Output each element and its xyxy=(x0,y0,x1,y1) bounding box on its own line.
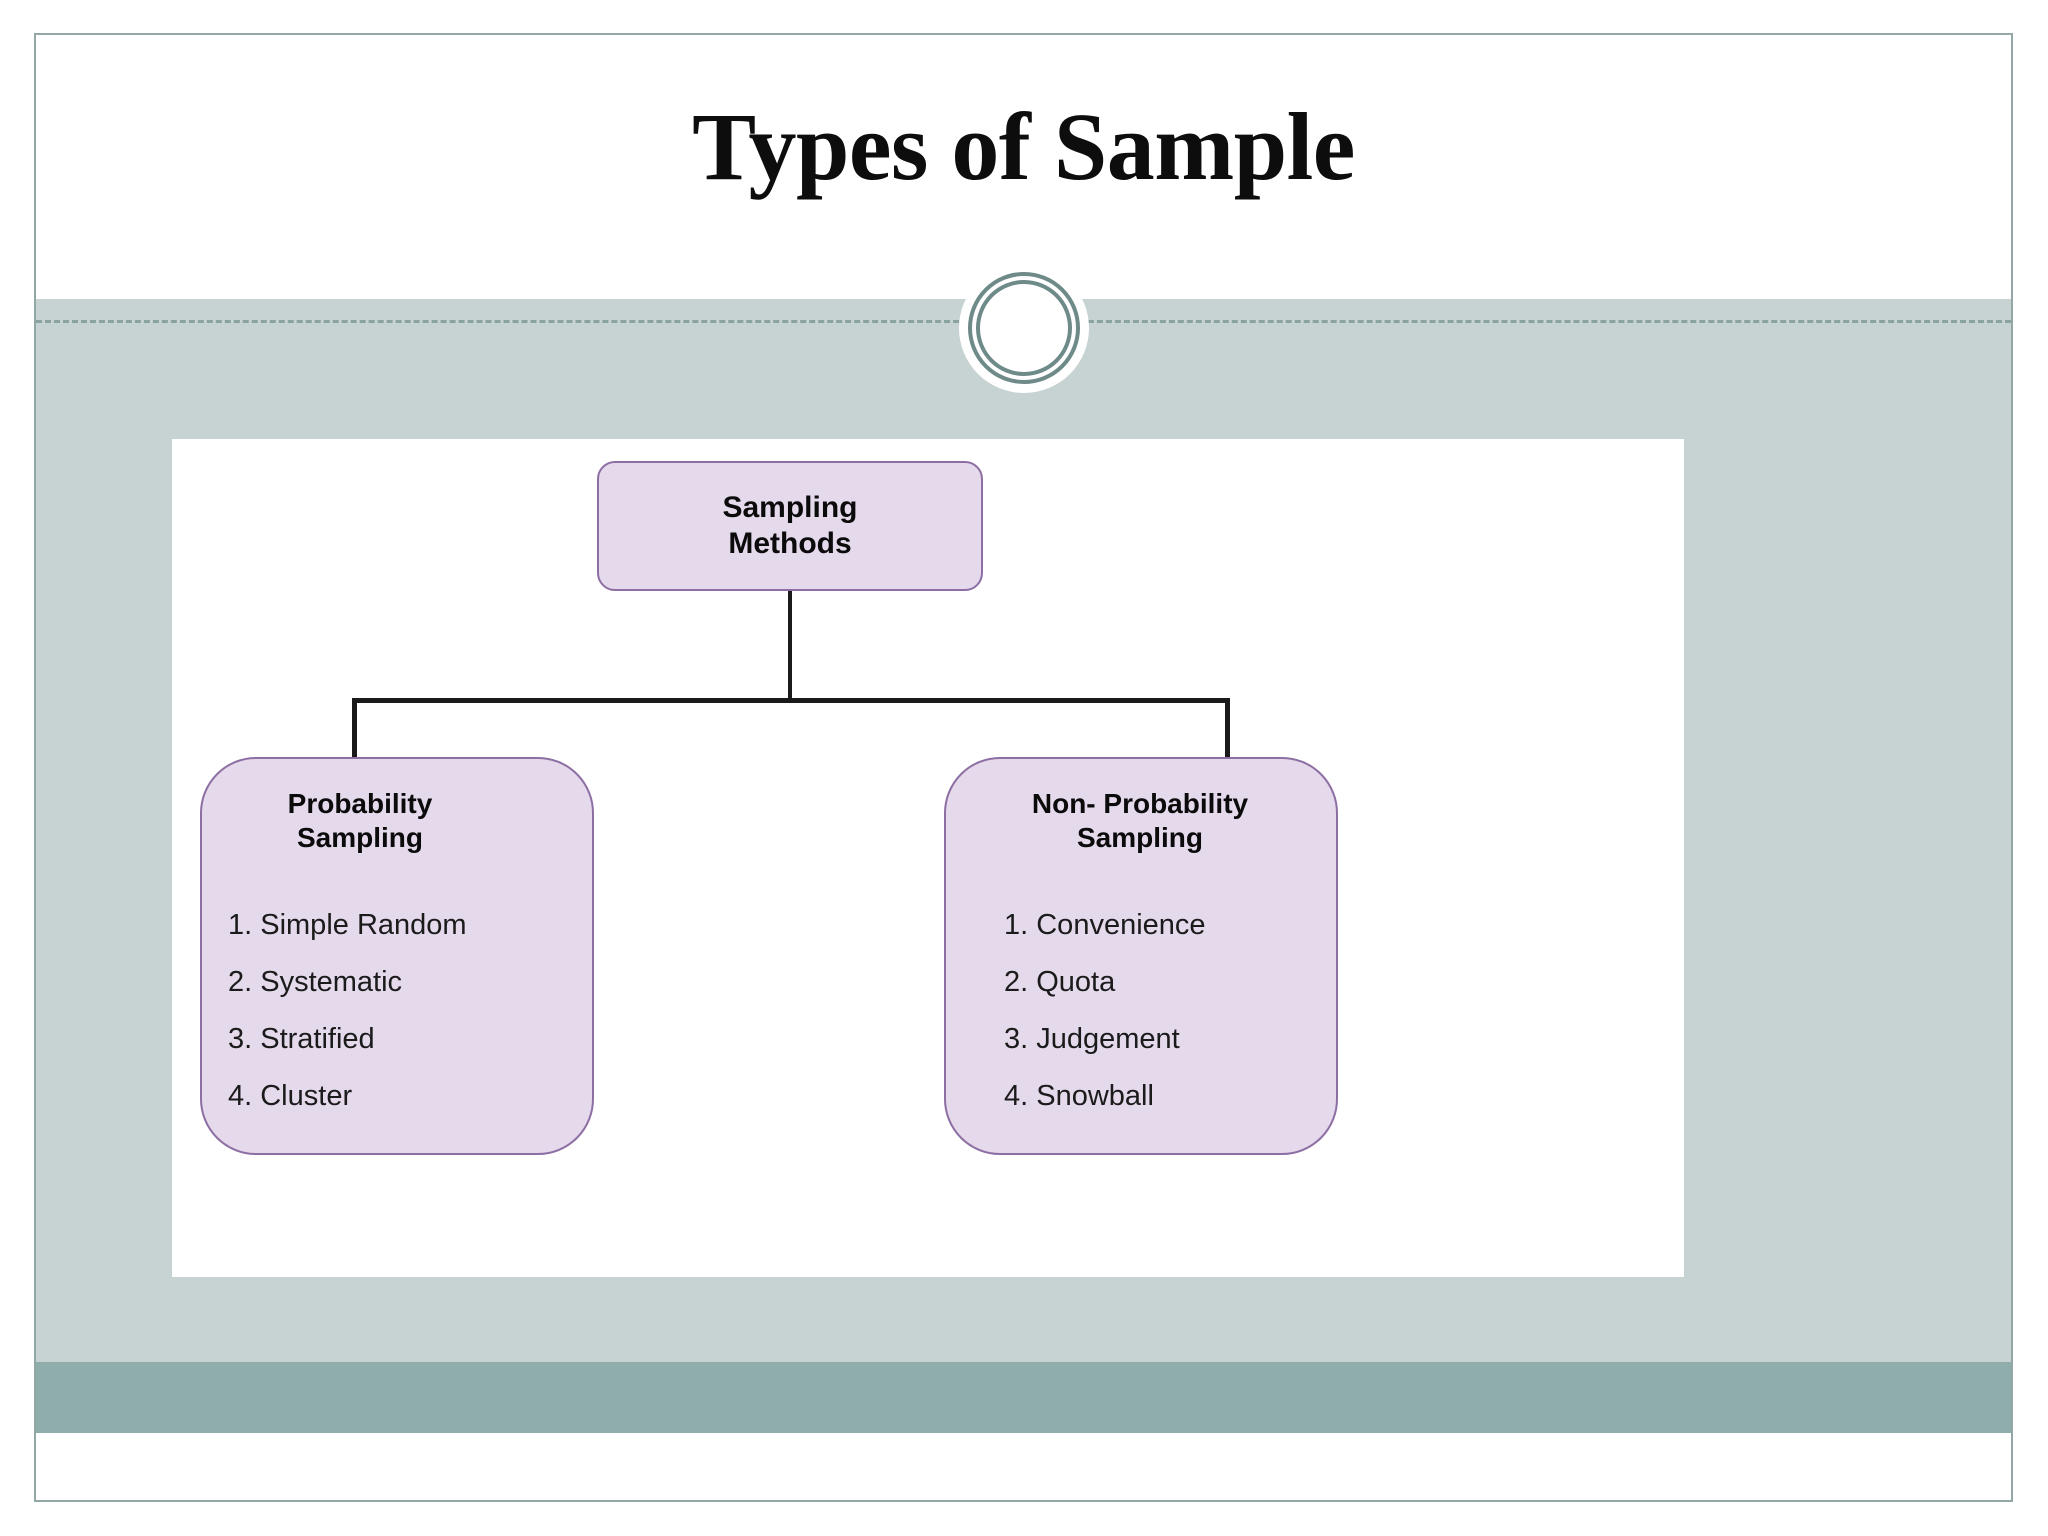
list-item: 1. Simple Random xyxy=(228,909,467,942)
ring-outer-icon xyxy=(967,272,1080,384)
node-probability-sampling[interactable]: Probability Sampling 1. Simple Random 2.… xyxy=(200,757,594,1155)
ring-inner-icon xyxy=(975,280,1072,376)
connector-drop-right xyxy=(1225,698,1230,761)
probability-sampling-list: 1. Simple Random 2. Systematic 3. Strati… xyxy=(202,911,592,1111)
node-right-title-line2: Sampling xyxy=(1076,822,1203,854)
node-left-title-line1: Probability xyxy=(287,788,433,819)
node-left-title-line2: Sampling xyxy=(296,822,423,854)
list-item: 4. Cluster xyxy=(228,1080,353,1113)
connector-stem xyxy=(788,591,792,702)
node-right-title-line1: Non- Probability xyxy=(1031,788,1249,819)
node-sampling-methods[interactable]: Sampling Methods xyxy=(597,461,983,591)
list-item: 1. Convenience xyxy=(1004,909,1206,942)
list-item: 3. Stratified xyxy=(228,1023,375,1056)
footer-band xyxy=(36,1362,2011,1433)
non-probability-sampling-list: 1. Convenience 2. Quota 3. Judgement 4. … xyxy=(946,911,1336,1111)
node-right-title: Non- Probability Sampling xyxy=(946,787,1336,855)
node-left-title: Probability Sampling xyxy=(202,787,592,855)
list-item: 2. Systematic xyxy=(228,966,403,999)
list-item: 3. Judgement xyxy=(1004,1023,1180,1056)
connector-drop-left xyxy=(352,698,357,761)
org-chart-diagram: Sampling Methods Probability Sampling 1.… xyxy=(172,439,1684,1277)
content-panel: Sampling Methods Probability Sampling 1.… xyxy=(172,439,1684,1277)
list-item: 4. Snowball xyxy=(1004,1080,1154,1113)
node-root-title: Sampling Methods xyxy=(722,490,857,562)
circle-ornament-icon xyxy=(958,263,1089,393)
connector-horizontal xyxy=(352,698,1230,703)
node-non-probability-sampling[interactable]: Non- Probability Sampling 1. Convenience… xyxy=(944,757,1338,1155)
slide: Types of Sample Sampling Methods xyxy=(34,33,2013,1502)
node-root-title-line2: Methods xyxy=(728,527,852,560)
node-root-title-line1: Sampling xyxy=(722,491,858,524)
title-area: Types of Sample xyxy=(36,35,2011,287)
page-title: Types of Sample xyxy=(692,93,1355,200)
list-item: 2. Quota xyxy=(1004,966,1116,999)
